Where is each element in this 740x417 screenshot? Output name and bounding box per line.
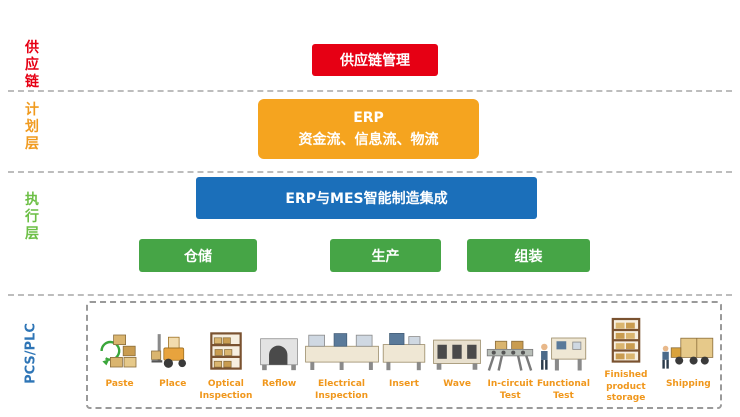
station-label: Insert: [388, 379, 419, 389]
erp-planning-box: ERP 资金流、信息流、物流: [258, 99, 479, 159]
erp-mes-integration-box: ERP与MES智能制造集成: [196, 177, 537, 219]
station-label: In-circuit Test: [487, 379, 534, 401]
station-label: Electrical Inspection: [315, 379, 368, 401]
station-electrical-inspection: Electrical Inspection: [304, 318, 380, 405]
station-label: Finished product storage: [604, 369, 648, 404]
optical-inspection-rack-icon: [204, 318, 248, 378]
place-forklift-icon: [150, 318, 196, 378]
layer-separator-line: [8, 90, 732, 92]
station-in-circuit-test: In-circuit Test: [484, 318, 537, 405]
wave-oven-icon: [432, 318, 482, 378]
electrical-inspection-machine-icon: [304, 318, 380, 378]
station-insert: Insert: [377, 318, 430, 405]
station-paste: Paste: [93, 318, 146, 405]
assembly-box: 组装: [467, 239, 590, 272]
station-place: Place: [146, 318, 199, 405]
supply-chain-management-box: 供应链管理: [312, 44, 438, 76]
functional-test-machine-icon: [537, 318, 589, 378]
warehouse-box: 仓储: [139, 239, 257, 272]
station-label: Wave: [443, 379, 471, 389]
side-label-supply-chain: 供应链: [25, 40, 39, 90]
station-wave: Wave: [431, 318, 484, 405]
erp-flows-subtitle: 资金流、信息流、物流: [298, 132, 439, 148]
insert-machine-icon: [380, 318, 428, 378]
shipping-truck-icon: [660, 318, 716, 378]
side-label-pcs-plc: PCS/PLC: [23, 323, 39, 384]
layer-separator-line: [8, 294, 732, 296]
station-label: Optical Inspection: [199, 379, 253, 401]
production-line-container: Paste Place: [86, 301, 722, 409]
station-label: Functional Test: [536, 379, 590, 401]
station-functional-test: Functional Test: [537, 318, 590, 405]
station-shipping: Shipping: [662, 318, 715, 405]
station-optical-inspection: Optical Inspection: [199, 318, 252, 405]
station-label: Reflow: [261, 379, 297, 389]
station-finished-product-storage: Finished product storage: [590, 309, 662, 405]
side-label-execution-layer: 执行层: [25, 192, 39, 242]
station-reflow: Reflow: [252, 318, 305, 405]
side-label-planning-layer: 计划层: [25, 102, 39, 152]
station-label: Place: [159, 379, 187, 389]
station-label: Shipping: [665, 379, 711, 389]
paste-crates-icon: [96, 318, 144, 378]
station-label: Paste: [105, 379, 134, 389]
reflow-oven-icon: [256, 318, 302, 378]
erp-title: ERP: [353, 109, 384, 126]
in-circuit-test-conveyor-icon: [484, 318, 536, 378]
layer-separator-line: [8, 171, 732, 173]
finished-product-storage-rack-icon: [604, 309, 648, 369]
production-box: 生产: [330, 239, 441, 272]
